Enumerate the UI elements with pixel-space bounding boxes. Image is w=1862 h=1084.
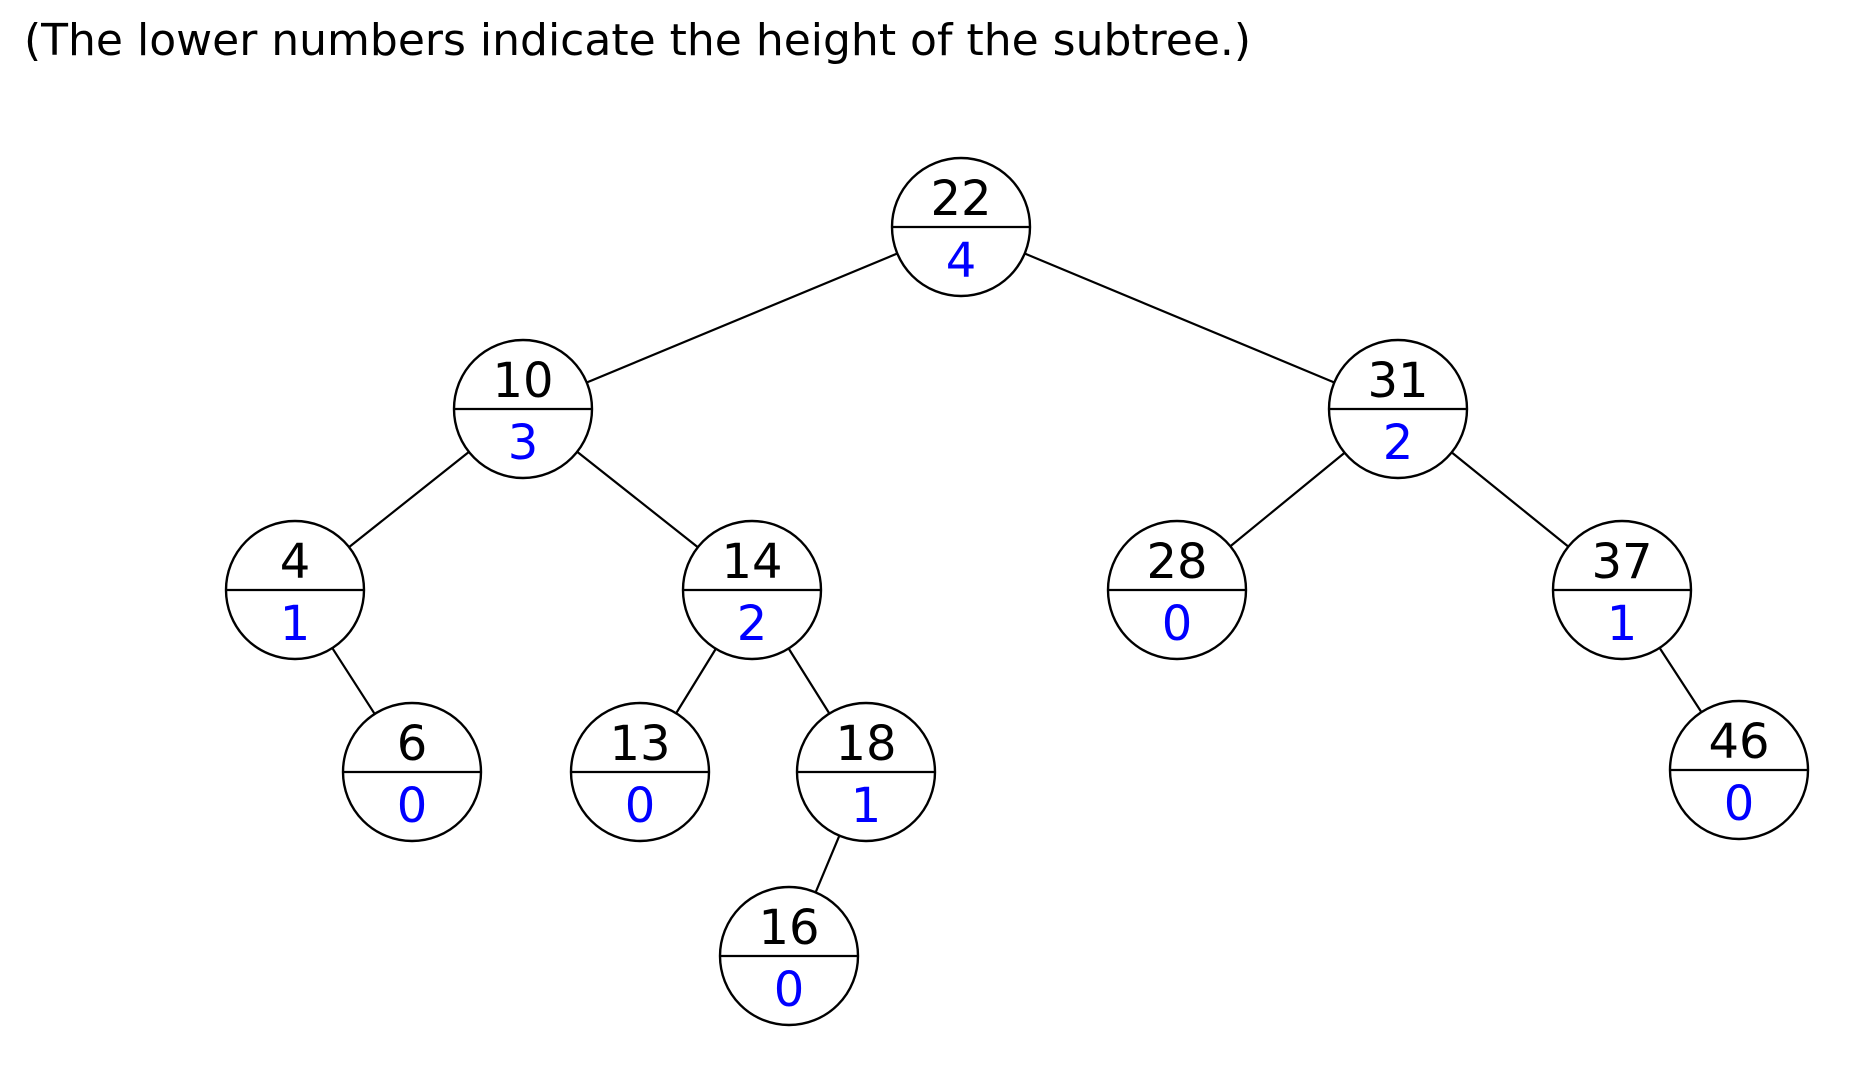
node-key-4: 4 bbox=[280, 534, 311, 590]
tree-edge-22-to-10 bbox=[585, 252, 899, 384]
node-height-31: 2 bbox=[1383, 415, 1414, 471]
tree-edge-31-to-37 bbox=[1450, 451, 1570, 548]
tree-node-10[interactable]: 103 bbox=[452, 338, 594, 480]
node-height-4: 1 bbox=[280, 596, 311, 652]
edges-layer bbox=[331, 252, 1703, 894]
node-height-22: 4 bbox=[946, 233, 977, 289]
tree-edge-18-to-16 bbox=[814, 834, 841, 894]
tree-node-18[interactable]: 181 bbox=[795, 701, 937, 843]
node-height-28: 0 bbox=[1162, 596, 1193, 652]
node-height-18: 1 bbox=[851, 778, 882, 834]
tree-node-13[interactable]: 130 bbox=[569, 701, 711, 843]
node-height-46: 0 bbox=[1724, 776, 1755, 832]
tree-node-6[interactable]: 60 bbox=[341, 701, 483, 843]
tree-edge-31-to-28 bbox=[1229, 451, 1346, 548]
tree-edge-22-to-31 bbox=[1023, 252, 1336, 384]
node-key-16: 16 bbox=[758, 900, 819, 956]
tree-edge-14-to-18 bbox=[787, 647, 831, 715]
tree-node-22[interactable]: 224 bbox=[890, 156, 1032, 298]
node-height-14: 2 bbox=[737, 596, 768, 652]
node-height-13: 0 bbox=[625, 778, 656, 834]
node-height-10: 3 bbox=[508, 415, 539, 471]
node-key-13: 13 bbox=[609, 716, 670, 772]
node-key-22: 22 bbox=[930, 171, 991, 227]
tree-node-37[interactable]: 371 bbox=[1551, 519, 1693, 661]
tree-node-46[interactable]: 460 bbox=[1668, 699, 1810, 841]
tree-edge-10-to-4 bbox=[347, 450, 471, 549]
tree-edge-10-to-14 bbox=[576, 450, 699, 549]
tree-edge-4-to-6 bbox=[331, 646, 376, 716]
caption-text: (The lower numbers indicate the height o… bbox=[24, 15, 1252, 66]
node-key-6: 6 bbox=[397, 716, 428, 772]
node-height-6: 0 bbox=[397, 778, 428, 834]
node-key-18: 18 bbox=[835, 716, 896, 772]
tree-node-31[interactable]: 312 bbox=[1327, 338, 1469, 480]
tree-edge-37-to-46 bbox=[1658, 646, 1703, 714]
node-key-28: 28 bbox=[1146, 534, 1207, 590]
node-height-16: 0 bbox=[774, 962, 805, 1018]
node-key-31: 31 bbox=[1367, 353, 1428, 409]
node-height-37: 1 bbox=[1607, 596, 1638, 652]
node-key-37: 37 bbox=[1591, 534, 1652, 590]
tree-node-4[interactable]: 41 bbox=[224, 519, 366, 661]
tree-node-16[interactable]: 160 bbox=[718, 885, 860, 1027]
node-key-10: 10 bbox=[492, 353, 553, 409]
tree-node-14[interactable]: 142 bbox=[681, 519, 823, 661]
tree-node-28[interactable]: 280 bbox=[1106, 519, 1248, 661]
node-key-46: 46 bbox=[1708, 714, 1769, 770]
tree-edge-14-to-13 bbox=[675, 647, 717, 715]
node-key-14: 14 bbox=[721, 534, 782, 590]
